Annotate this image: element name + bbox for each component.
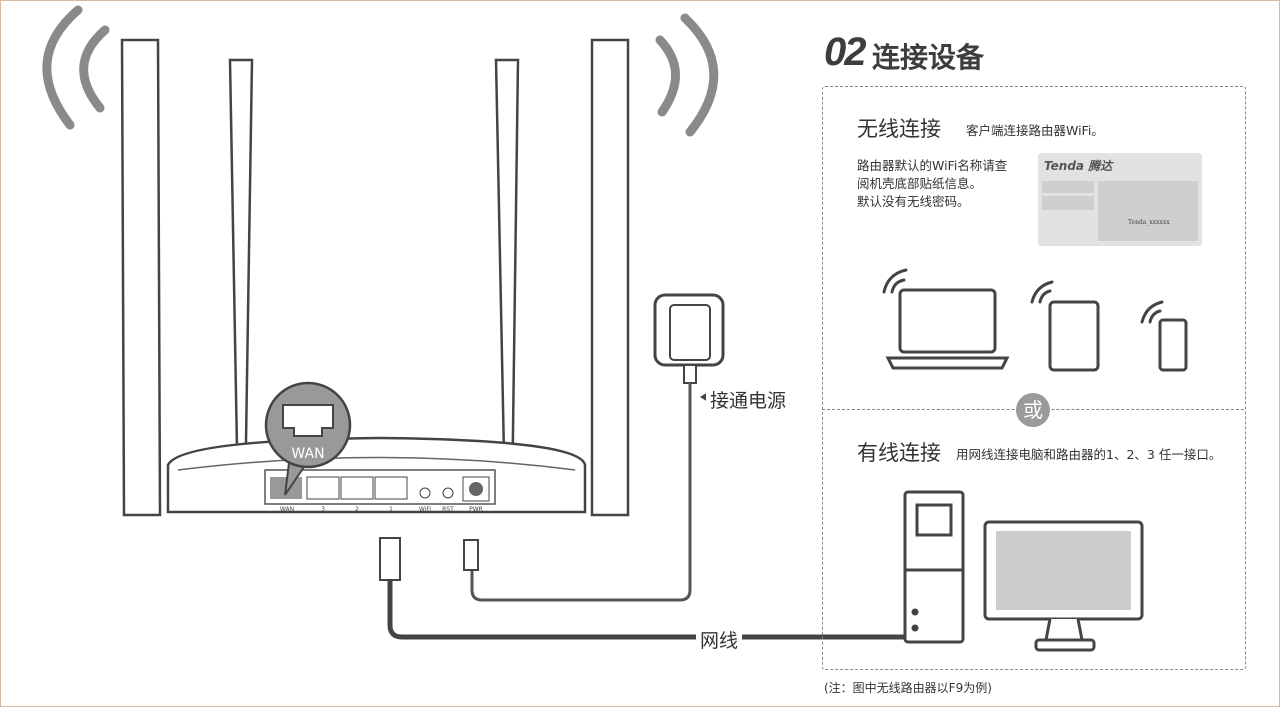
power-label: 接通电源 (706, 386, 791, 413)
sticker-brand: Tenda 腾达 (1044, 159, 1113, 173)
wired-title: 有线连接 (857, 441, 941, 465)
power-adapter-icon (653, 293, 725, 384)
svg-text:WiFi: WiFi (419, 506, 431, 513)
connection-panel (822, 86, 1246, 670)
wireless-title: 无线连接 (857, 117, 941, 141)
monitor-icon (983, 520, 1144, 652)
wireless-subtitle: 客户端连接路由器WiFi。 (966, 123, 1104, 138)
svg-text:WAN: WAN (280, 506, 294, 513)
step-number: 02 (824, 30, 866, 74)
antennas (120, 38, 630, 517)
svg-text:RST: RST (442, 506, 454, 513)
ethernet-cable (387, 580, 910, 640)
phone-icon (1158, 318, 1188, 372)
wifi-signal-right-icon (655, 13, 719, 137)
power-plug-icon (463, 539, 479, 571)
port-labels: WAN 3 2 1 WiFi RST PWR (280, 506, 483, 513)
wan-callout: WAN (264, 381, 352, 496)
desktop-tower-icon (903, 490, 965, 644)
svg-text:1: 1 (389, 506, 393, 513)
description-line: 默认没有无线密码。 (857, 194, 970, 209)
laptop-icon (885, 288, 1010, 370)
wired-subtitle: 用网线连接电脑和路由器的1、2、3 任一接口。 (956, 447, 1222, 462)
sticker-ssid: Tenda_xxxxxx (1128, 219, 1170, 226)
description-line: 路由器默认的WiFi名称请查 (857, 158, 1008, 173)
page-title: 连接设备 (872, 41, 985, 74)
svg-text:PWR: PWR (469, 506, 483, 513)
svg-text:WAN: WAN (291, 446, 324, 462)
wifi-signal-left-icon (42, 5, 110, 130)
device-wifi-icons (882, 268, 1164, 324)
router-body (166, 436, 587, 514)
footnote: (注：图中无线路由器以F9为例) (824, 681, 992, 695)
wireless-description: 路由器默认的WiFi名称请查 阅机壳底部贴纸信息。 默认没有无线密码。 (857, 157, 1007, 211)
router-label-sticker: Tenda 腾达 Tenda_xxxxxx (1038, 153, 1202, 246)
cable-label: 网线 (696, 626, 743, 653)
or-badge: 或 (1016, 393, 1050, 427)
svg-text:2: 2 (355, 506, 359, 513)
tablet-icon (1048, 300, 1100, 372)
ethernet-plug-icon (379, 537, 401, 581)
power-cable (470, 383, 692, 602)
description-line: 阅机壳底部贴纸信息。 (857, 176, 983, 191)
svg-text:3: 3 (321, 506, 325, 513)
